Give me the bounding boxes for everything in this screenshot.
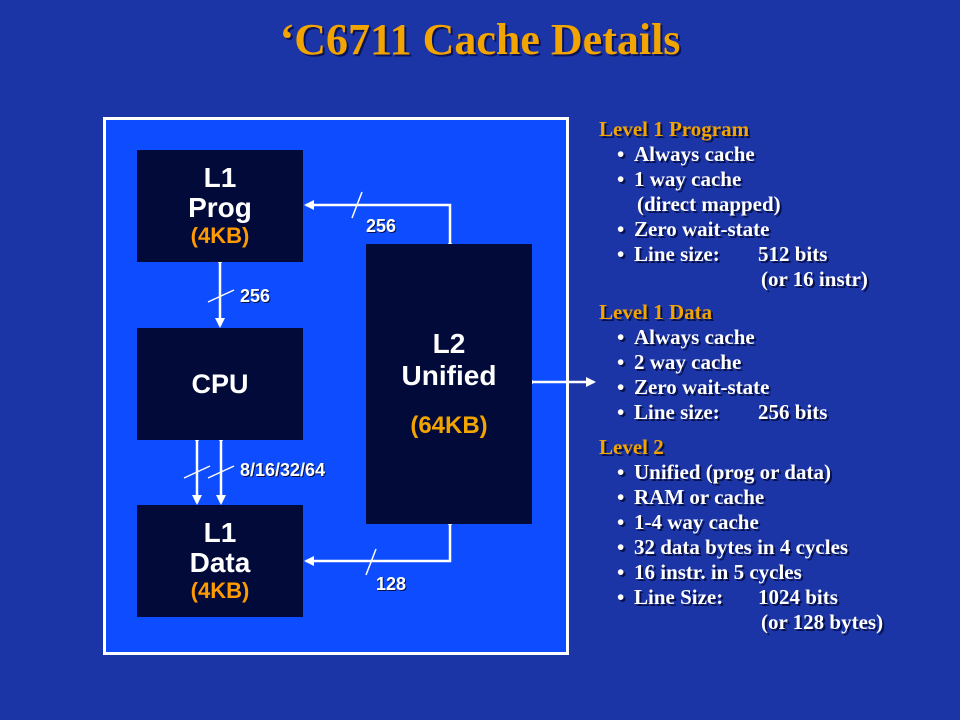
bullet-item: •Zero wait-state — [617, 217, 770, 241]
block-label: L2 — [432, 328, 466, 359]
block-label: L1 — [203, 162, 237, 193]
block-size: (64KB) — [410, 412, 488, 439]
bus-l1d-l2 — [304, 518, 455, 566]
slide-title: ‘C6711 Cache Details — [279, 15, 681, 64]
section-heading: Level 2 — [599, 435, 664, 459]
l2-unified-cache-block: L2 Unified (64KB) — [366, 244, 532, 524]
bus-slash — [207, 465, 235, 479]
section-heading: Level 1 Data — [599, 300, 713, 324]
bus-width-label: 128 — [376, 574, 407, 594]
bullet-item: •Always cache — [617, 325, 755, 349]
bullet-continuation: (or 128 bytes) — [761, 610, 884, 634]
bullet-continuation: (direct mapped) — [637, 192, 781, 216]
bus-width-label: 256 — [240, 286, 271, 306]
block-label: Unified — [401, 360, 497, 391]
bullet-item: •RAM or cache — [617, 485, 765, 509]
block-label: CPU — [191, 369, 249, 399]
block-label: L1 — [203, 517, 237, 548]
bullet-item: •Line size:256 bits — [617, 400, 828, 424]
cpu-block: CPU — [137, 328, 303, 440]
bullet-item: •Always cache — [617, 142, 755, 166]
bullet-item: •1 way cache — [617, 167, 742, 191]
block-size: (4KB) — [190, 223, 250, 248]
bus-width-label: 256 — [366, 216, 397, 236]
l1-program-cache-block: L1 Prog (4KB) — [137, 150, 303, 262]
cache-notes: Level 1 Program •Always cache •1 way cac… — [599, 117, 954, 635]
bus-slash — [183, 465, 211, 479]
bullet-item: •Unified (prog or data) — [617, 460, 831, 484]
l1-data-cache-block: L1 Data (4KB) — [137, 505, 303, 617]
section-heading: Level 1 Program — [599, 117, 750, 141]
bullet-item: •2 way cache — [617, 350, 742, 374]
bus-slash — [365, 548, 377, 576]
bus-slash — [351, 191, 363, 219]
block-label: Data — [189, 547, 251, 578]
bullet-item: •Zero wait-state — [617, 375, 770, 399]
bus-l1p-l2 — [304, 200, 455, 250]
block-label: Prog — [188, 192, 252, 223]
bullet-item: •Line Size:1024 bits — [617, 585, 838, 609]
bullet-item: •32 data bytes in 4 cycles — [617, 535, 849, 559]
bus-width-label: 8/16/32/64 — [240, 460, 326, 480]
bullet-item: •1-4 way cache — [617, 510, 759, 534]
bullet-item: •Line size:512 bits — [617, 242, 828, 266]
bullet-item: •16 instr. in 5 cycles — [617, 560, 802, 584]
block-size: (4KB) — [190, 578, 250, 603]
bus-slash — [207, 289, 235, 303]
bullet-continuation: (or 16 instr) — [761, 267, 868, 291]
